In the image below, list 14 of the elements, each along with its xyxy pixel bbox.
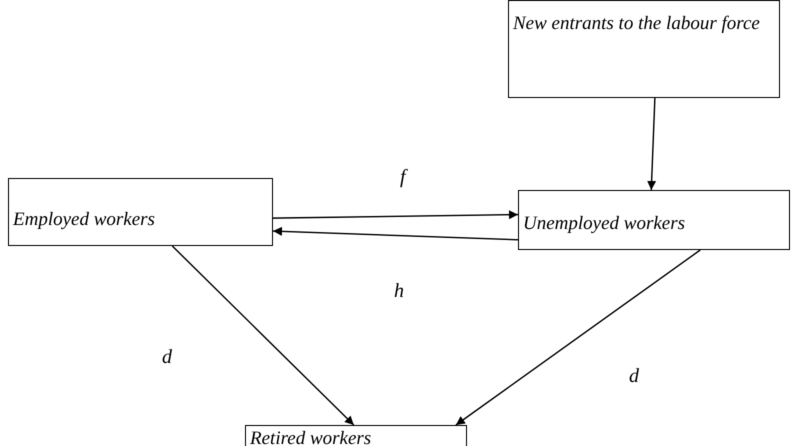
arrow — [272, 226, 518, 240]
process-box — [245, 425, 467, 446]
process-box — [518, 190, 790, 250]
node-label: Employed workers — [12, 208, 156, 232]
arrow — [647, 98, 656, 190]
edge-label: f — [398, 166, 408, 189]
arrow — [273, 210, 518, 220]
process-box — [508, 0, 780, 98]
arrow — [172, 246, 354, 426]
node-label: New entrants to the labour force — [512, 12, 761, 36]
process-box — [8, 178, 273, 246]
node-label: Retired workers — [249, 427, 372, 446]
arrow — [456, 249, 701, 426]
node-label: Unemployed workers — [522, 212, 686, 236]
